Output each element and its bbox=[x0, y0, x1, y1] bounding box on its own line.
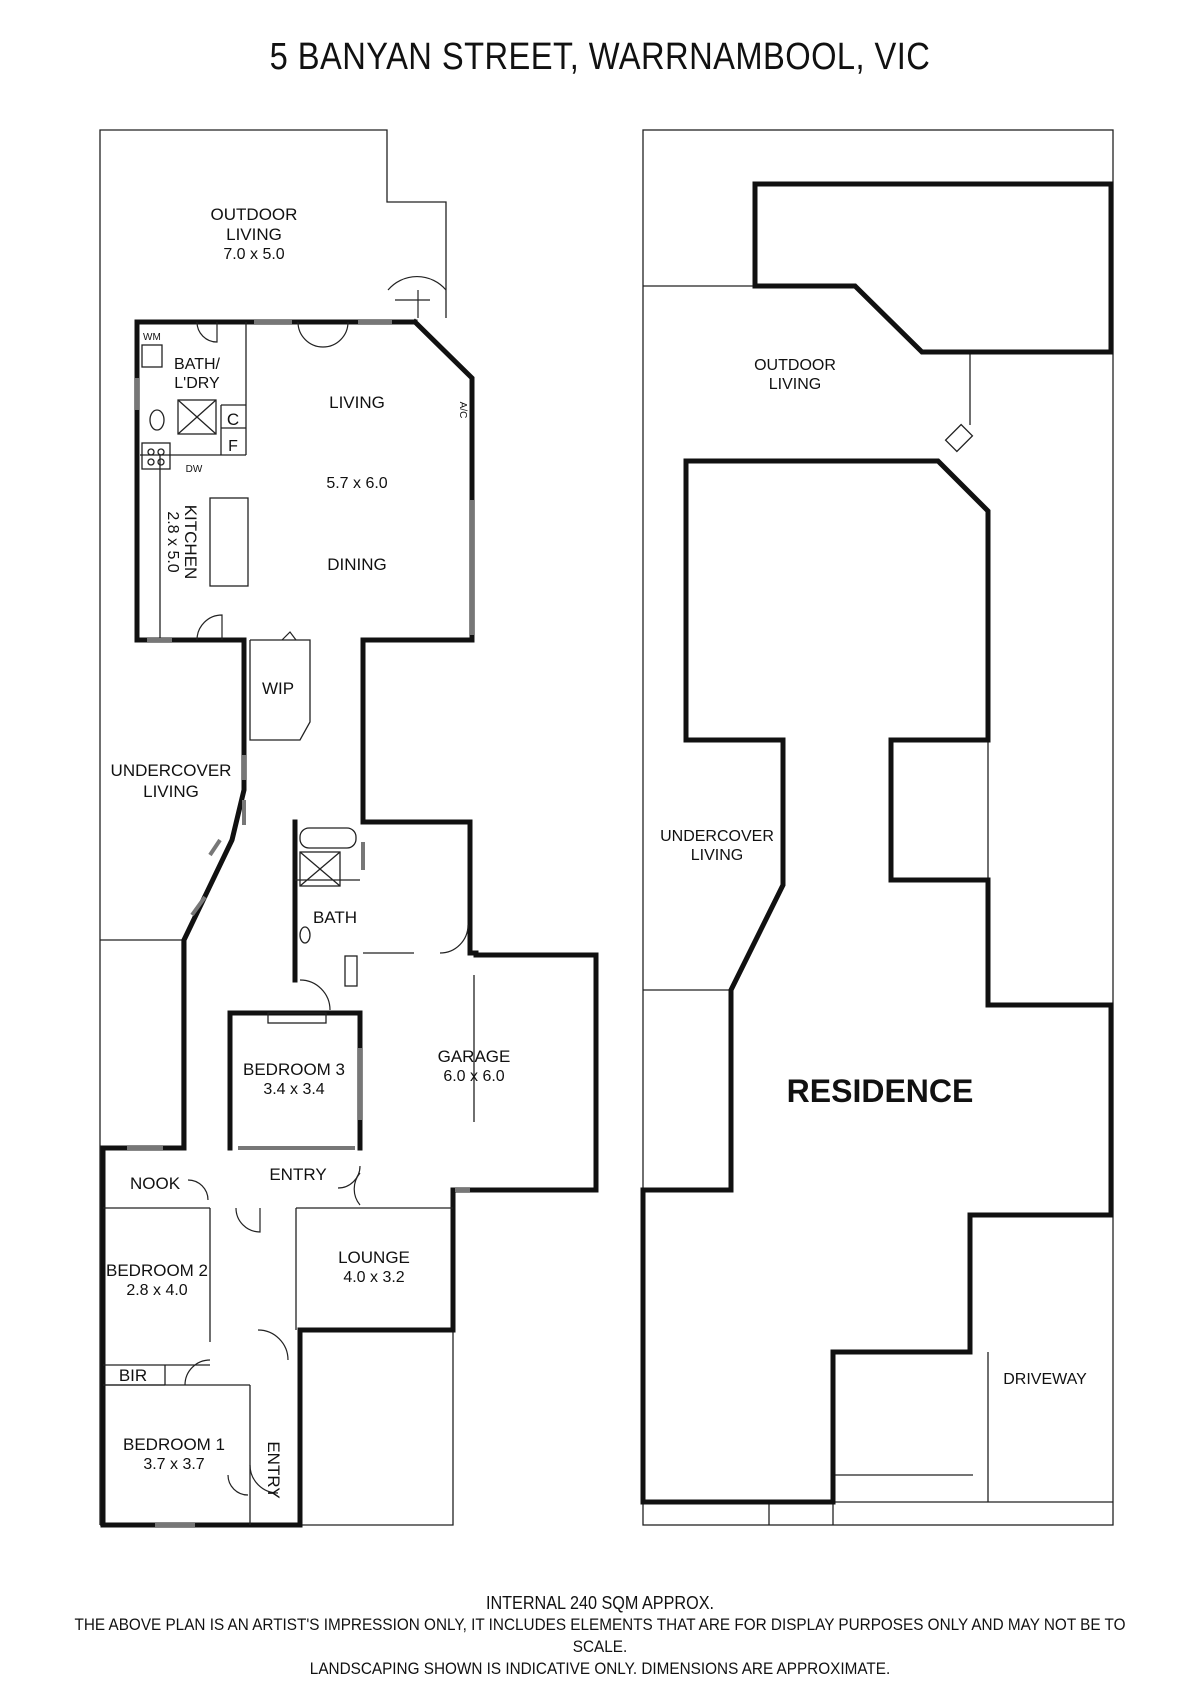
undercover-living-label: UNDERCOVER bbox=[111, 761, 232, 780]
dining-label: DINING bbox=[327, 555, 387, 574]
outdoor-living-label-2: LIVING bbox=[226, 225, 282, 244]
site-plan-labels: OUTDOOR LIVING UNDERCOVER LIVING RESIDEN… bbox=[660, 357, 1087, 1388]
site-undercover-living-label: UNDERCOVER bbox=[660, 828, 774, 845]
outdoor-living-dims: 7.0 x 5.0 bbox=[223, 246, 284, 263]
site-plan-walls bbox=[640, 181, 1114, 1505]
living-dims: 5.7 x 6.0 bbox=[326, 475, 387, 492]
cupboard-label: C bbox=[227, 410, 239, 429]
garage-label: GARAGE bbox=[438, 1047, 511, 1066]
bedroom3-label: BEDROOM 3 bbox=[243, 1060, 345, 1079]
bath-laundry-label: BATH/ bbox=[174, 356, 220, 373]
site-undercover-living-label-2: LIVING bbox=[691, 847, 743, 864]
bath-laundry-label-2: L'DRY bbox=[174, 375, 220, 392]
wip-label: WIP bbox=[262, 679, 294, 698]
bedroom2-label: BEDROOM 2 bbox=[106, 1261, 208, 1280]
site-outdoor-living-label-2: LIVING bbox=[769, 376, 821, 393]
floor-plan-doors bbox=[184, 276, 469, 1496]
floor-plan-partitions bbox=[103, 322, 453, 1525]
living-label: LIVING bbox=[329, 393, 385, 412]
kitchen-label: KITCHEN bbox=[181, 505, 200, 580]
residence-label: RESIDENCE bbox=[787, 1073, 974, 1109]
entry-label: ENTRY bbox=[269, 1165, 326, 1184]
outdoor-living-label: OUTDOOR bbox=[211, 205, 298, 224]
bedroom3-dims: 3.4 x 3.4 bbox=[263, 1081, 324, 1098]
site-boundary bbox=[642, 129, 1114, 1526]
site-outdoor-living-label: OUTDOOR bbox=[754, 357, 836, 374]
bath-label: BATH bbox=[313, 908, 357, 927]
lounge-label: LOUNGE bbox=[338, 1248, 410, 1267]
page-title: 5 BANYAN STREET, WARRNAMBOOL, VIC bbox=[269, 36, 931, 78]
internal-area-text: INTERNAL 240 SQM APPROX. bbox=[485, 1593, 715, 1613]
site-plan-thin-lines bbox=[643, 285, 1113, 1525]
fridge-label: F bbox=[228, 438, 238, 455]
bedroom1-dims: 3.7 x 3.7 bbox=[143, 1456, 204, 1473]
bir-label: BIR bbox=[119, 1366, 147, 1385]
bedroom1-label: BEDROOM 1 bbox=[123, 1435, 225, 1454]
air-conditioner-label: A/C bbox=[457, 402, 468, 419]
kitchen-dims: 2.8 x 5.0 bbox=[164, 511, 181, 572]
wm-label: WM bbox=[143, 332, 161, 343]
floor-plan-windows bbox=[127, 320, 474, 1527]
undercover-living-label-2: LIVING bbox=[143, 782, 199, 801]
site-plan: OUTDOOR LIVING UNDERCOVER LIVING RESIDEN… bbox=[640, 129, 1114, 1526]
floor-plan: OUTDOOR LIVING 7.0 x 5.0 WM BATH/ L'DRY … bbox=[99, 129, 599, 1528]
disclaimer-text: THE ABOVE PLAN IS AN ARTIST'S IMPRESSION… bbox=[74, 1615, 1126, 1656]
lounge-dims: 4.0 x 3.2 bbox=[343, 1269, 404, 1286]
nook-label: NOOK bbox=[130, 1174, 181, 1193]
footer: INTERNAL 240 SQM APPROX. THE ABOVE PLAN … bbox=[0, 1592, 1200, 1680]
floor-plan-labels: OUTDOOR LIVING 7.0 x 5.0 WM BATH/ L'DRY … bbox=[106, 205, 510, 1499]
driveway-label: DRIVEWAY bbox=[1003, 1371, 1087, 1388]
landscaping-note-text: LANDSCAPING SHOWN IS INDICATIVE ONLY. DI… bbox=[309, 1659, 891, 1678]
bedroom2-dims: 2.8 x 4.0 bbox=[126, 1282, 187, 1299]
garage-dims: 6.0 x 6.0 bbox=[443, 1068, 504, 1085]
entry2-label: ENTRY bbox=[264, 1441, 283, 1498]
dishwasher-label: DW bbox=[186, 464, 203, 475]
